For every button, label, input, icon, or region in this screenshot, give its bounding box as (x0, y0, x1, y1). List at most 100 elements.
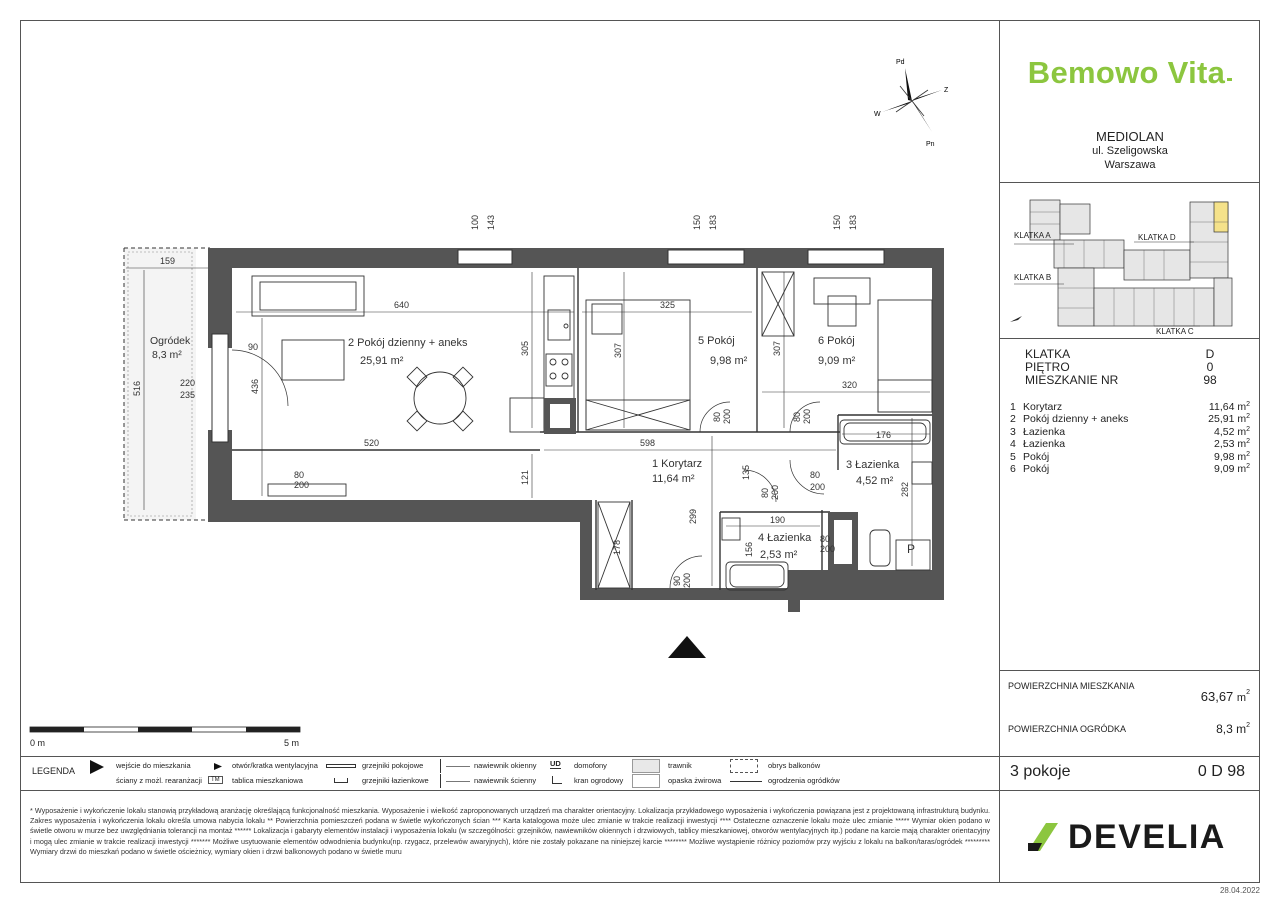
svg-text:282: 282 (900, 482, 910, 497)
unit-code: 0 D 98 (1197, 763, 1245, 780)
divider-line (20, 790, 1260, 791)
room-label: 6 Pokój (818, 335, 855, 347)
svg-text:307: 307 (613, 343, 623, 358)
floor-plan: Ogródek 8,3 m² (20, 20, 999, 760)
legend-item: ogrodzenia ogródków (768, 776, 840, 785)
svg-text:200: 200 (770, 485, 780, 500)
svg-text:307: 307 (772, 341, 782, 356)
wall-vent-line (446, 781, 470, 782)
building-info: MEDIOLAN ul. Szeligowska Warszawa (1000, 130, 1260, 172)
room-area: 9,98 m² (710, 355, 748, 367)
unit-summary: 3 pokoje 0 D 98 (1010, 763, 1245, 781)
legend-title: LEGENDA (32, 766, 76, 776)
windows (211, 249, 885, 443)
svg-text:200: 200 (802, 409, 812, 424)
svg-text:121: 121 (520, 470, 530, 485)
svg-text:80: 80 (810, 470, 820, 480)
divider-line (999, 182, 1260, 183)
scale-end-label: 5 m (284, 738, 300, 748)
svg-text:183: 183 (708, 215, 718, 230)
svg-text:640: 640 (394, 300, 409, 310)
svg-text:200: 200 (820, 544, 835, 554)
svg-text:Z: Z (944, 87, 949, 94)
svg-text:190: 190 (770, 515, 785, 525)
svg-text:156: 156 (744, 542, 754, 557)
svg-text:150: 150 (692, 215, 702, 230)
pietro-value: 0 (1206, 360, 1214, 374)
room-label: 3 Łazienka (846, 459, 900, 471)
legend-item: wejście do mieszkania (116, 761, 191, 770)
svg-text:W: W (874, 111, 881, 118)
highlighted-unit (1213, 201, 1229, 233)
svg-text:520: 520 (364, 438, 379, 448)
svg-text:80: 80 (712, 412, 722, 422)
gravel-icon (632, 774, 660, 788)
room-area: 9,09 m² (818, 355, 856, 367)
garden-area-label: 8,3 m² (152, 349, 182, 361)
brand-logo: Bemowo Vita (1000, 55, 1260, 91)
date-label: 28.04.2022 (1219, 886, 1260, 895)
svg-text:135: 135 (741, 465, 751, 480)
svg-text:90: 90 (672, 576, 682, 586)
svg-text:235: 235 (180, 390, 195, 400)
svg-text:80: 80 (294, 470, 304, 480)
panel-divider (999, 20, 1000, 883)
site-plan-map: KLATKA A KLATKA D KLATKA B KLATKA C (1010, 199, 1233, 336)
garden-title: Ogródek (150, 335, 191, 347)
legend-item: tablica mieszkaniowa (232, 776, 303, 785)
developer-name: DEVELIA (1068, 818, 1226, 856)
ventilation-shaft-inner (550, 404, 570, 428)
door-swings (231, 349, 825, 589)
mieszkanie-value: 98 (1203, 373, 1217, 387)
svg-text:200: 200 (294, 480, 309, 490)
svg-text:176: 176 (876, 430, 891, 440)
tm-icon: TM (208, 776, 223, 784)
room-label: 4 Łazienka (758, 532, 812, 544)
legend-item: domofony (574, 761, 607, 770)
room-label: 1 Korytarz (652, 458, 702, 470)
svg-text:80: 80 (792, 412, 802, 422)
p-label: P (907, 542, 915, 556)
rooms-count: 3 pokoje (1010, 763, 1071, 780)
legend-item: grzejniki pokojowe (362, 761, 424, 770)
klatka-value: D (1205, 347, 1215, 361)
legend-item: kran ogrodowy (574, 776, 624, 785)
klatka-b-label: KLATKA B (1014, 273, 1051, 282)
bathroom3-fixtures (839, 419, 933, 571)
window-vent-line (446, 766, 470, 767)
svg-text:516: 516 (132, 381, 142, 396)
building-name: MEDIOLAN (1096, 129, 1164, 144)
divider-line (999, 338, 1260, 339)
svg-text:220: 220 (180, 378, 195, 388)
pietro-label: PIĘTRO (1025, 360, 1070, 374)
balcony-outline-icon (730, 759, 758, 773)
develia-mark-icon (1028, 823, 1058, 851)
svg-text:436: 436 (250, 379, 260, 394)
room5-furniture (585, 299, 691, 431)
entrance-icon (90, 760, 104, 774)
svg-text:200: 200 (682, 573, 692, 588)
scale-bar (29, 726, 301, 733)
divider-line (20, 756, 999, 757)
svg-text:159: 159 (160, 256, 175, 266)
bathroom4-fixtures (721, 517, 789, 591)
garden-area-label: POWIERZCHNIA OGRÓDKA (1008, 724, 1127, 734)
svg-text:598: 598 (640, 438, 655, 448)
room-label: 2 Pokój dzienny + aneks (348, 337, 468, 349)
klatka-a-label: KLATKA A (1014, 231, 1051, 240)
installation-shaft-inner (834, 520, 852, 564)
svg-text:80: 80 (760, 488, 770, 498)
window-vent-icon (440, 759, 441, 773)
svg-text:320: 320 (842, 380, 857, 390)
legend-item: opaska żwirowa (668, 776, 722, 785)
svg-text:100: 100 (470, 215, 480, 230)
legend-item: grzejniki łazienkowe (362, 776, 429, 785)
garden-area: Ogródek 8,3 m² (123, 247, 210, 521)
